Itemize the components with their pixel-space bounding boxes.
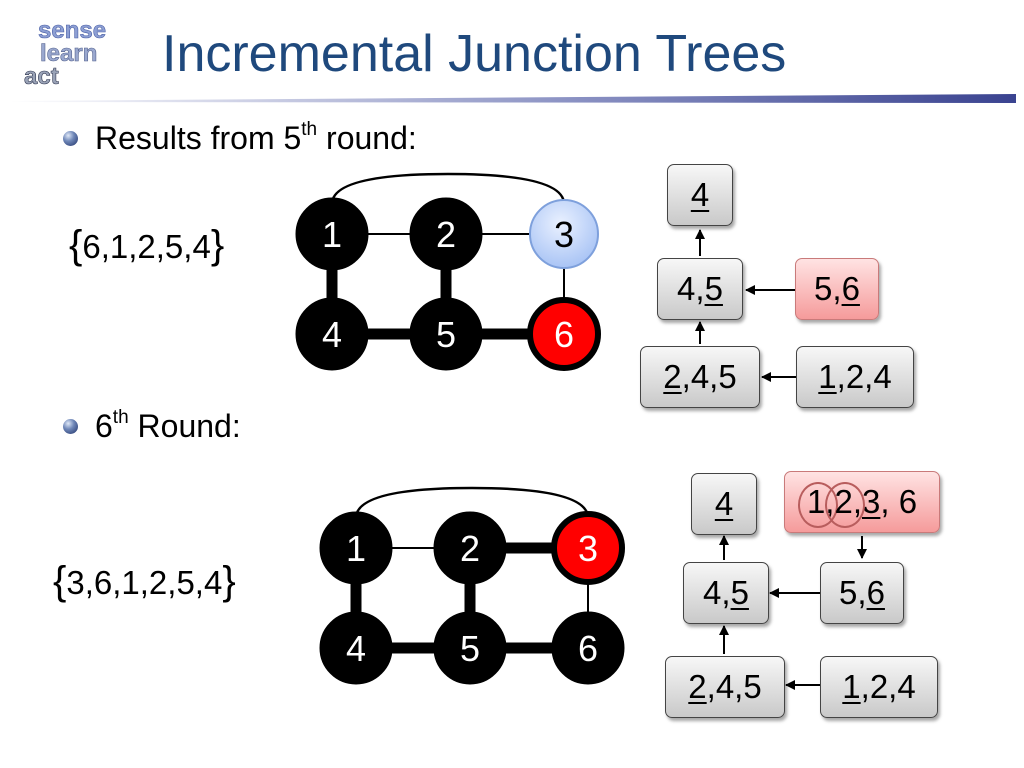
clique-label-part: ,2,4 (836, 358, 892, 395)
graph-node-1: 1 (295, 197, 369, 271)
graph-node-2: 2 (433, 511, 507, 585)
svg-text:3: 3 (554, 214, 574, 255)
svg-text:4: 4 (346, 628, 366, 669)
clique-4-5: 4,5 (683, 562, 769, 624)
logo-line-sense: sense (38, 17, 106, 44)
clique-label-part: 4 (714, 485, 734, 522)
clique-label-part: 5, (839, 574, 867, 611)
bullet-text: 6th Round: (95, 407, 241, 444)
svg-text:6: 6 (578, 628, 598, 669)
graph-round-5: 1 2 3 4 5 6 (295, 172, 601, 371)
bullet-text: Results from 5th round: (95, 119, 417, 156)
clique-label-part: 4, (703, 574, 731, 611)
clique-5-6: 5,6 (795, 258, 879, 320)
clique-label-part: 2 (825, 482, 867, 528)
graph-node-4: 4 (319, 611, 393, 685)
clique-label-part: 6 (866, 574, 885, 611)
logo-line-learn: learn (40, 40, 97, 67)
svg-text:2: 2 (460, 528, 480, 569)
bullet-round-5: Results from 5th round: (63, 120, 417, 157)
graph-node-5: 5 (433, 611, 507, 685)
clique-label-part: 2 (663, 358, 682, 395)
svg-text:6: 6 (554, 314, 574, 355)
clique-label-part: 3 (862, 483, 881, 520)
slide-title: Incremental Junction Trees (162, 25, 787, 83)
clique-label-part: 1 (797, 482, 839, 528)
clique-label-part: 4, (677, 270, 705, 307)
clique-1-2-4: 1,2,4 (820, 656, 938, 718)
graph-node-5: 5 (409, 297, 483, 371)
svg-text:1: 1 (322, 214, 342, 255)
graph-node-6: 6 (527, 297, 601, 371)
clique-4: 4 (667, 164, 733, 226)
title-underline-rule (10, 94, 1016, 103)
clique-label-part: 6 (841, 270, 860, 307)
graph-node-4: 4 (295, 297, 369, 371)
elimination-order-round-6: {3,6,1,2,5,4} (53, 559, 236, 603)
elimination-order-round-5: {6,1,2,5,4} (69, 223, 225, 267)
clique-label-part: 1 (842, 668, 861, 705)
clique-label-part: 4 (690, 176, 710, 213)
clique-1-2-3-6: 1,2,3, 6 (784, 471, 940, 533)
clique-2-4-5: 2,4,5 (640, 346, 760, 408)
clique-label-part: 5 (704, 270, 723, 307)
svg-text:5: 5 (460, 628, 480, 669)
clique-2-4-5: 2,4,5 (665, 656, 785, 718)
graph-node-3: 3 (551, 511, 625, 585)
bullet-dot-icon (63, 419, 78, 434)
clique-1-2-4: 1,2,4 (796, 346, 914, 408)
clique-4: 4 (691, 473, 757, 535)
graph-node-3: 3 (529, 199, 599, 269)
clique-4-5: 4,5 (657, 258, 743, 320)
clique-label-part: 5 (730, 574, 749, 611)
logo-line-act: act (24, 63, 59, 88)
clique-label-part: 2 (688, 668, 707, 705)
clique-label-part: ,2,4 (860, 668, 916, 705)
svg-text:3: 3 (578, 528, 598, 569)
svg-text:4: 4 (322, 314, 342, 355)
clique-5-6: 5,6 (820, 562, 904, 624)
clique-label-part: ,4,5 (706, 668, 762, 705)
clique-label-part: ,4,5 (681, 358, 737, 395)
clique-label-part: 1 (818, 358, 837, 395)
graph-node-2: 2 (409, 197, 483, 271)
clique-label-part: , 6 (880, 483, 918, 520)
svg-text:5: 5 (436, 314, 456, 355)
svg-text:1: 1 (346, 528, 366, 569)
edge-1-3-arc (354, 486, 590, 519)
clique-label-part: 5, (814, 270, 842, 307)
sense-learn-act-logo: sense learn act (24, 17, 107, 88)
graph-node-1: 1 (319, 511, 393, 585)
graph-round-6: 1 2 3 4 5 6 (319, 486, 625, 685)
bullet-round-6: 6th Round: (63, 408, 241, 445)
bullet-dot-icon (63, 131, 78, 146)
edge-1-3-arc (330, 172, 566, 205)
graph-node-6: 6 (551, 611, 625, 685)
svg-text:2: 2 (436, 214, 456, 255)
